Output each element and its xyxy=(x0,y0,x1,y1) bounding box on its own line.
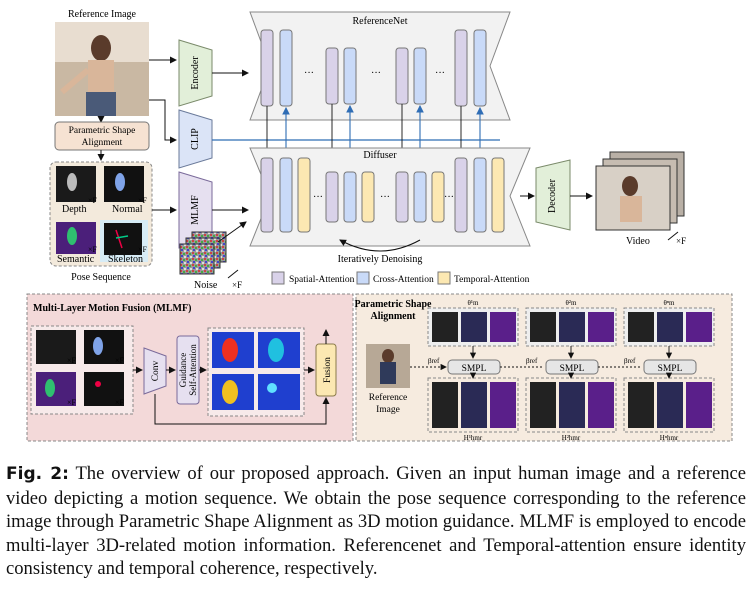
h-hmr-2: H²hmr xyxy=(562,434,581,442)
noise-stack xyxy=(179,231,227,275)
times-f-depth: ×F xyxy=(88,196,98,205)
pose-label-semantic: Semantic xyxy=(57,254,95,265)
beta-2: βref xyxy=(526,357,538,365)
mlmf-times-f-2: ×F xyxy=(115,356,125,365)
iterative-loop-arrow xyxy=(339,239,421,252)
psa-connectors xyxy=(410,346,673,379)
diffuser-label: Diffuser xyxy=(363,150,397,161)
reference-image xyxy=(55,22,149,116)
legend-cross: Cross-Attention xyxy=(373,275,434,285)
conv-module xyxy=(143,347,167,395)
times-f-semantic: ×F xyxy=(88,245,98,254)
mlmf-input-maps xyxy=(36,330,124,406)
mlmf-times-f-1: ×F xyxy=(67,356,77,365)
figure-caption: Fig. 2: The overview of our proposed app… xyxy=(6,462,746,581)
caption-text: The overview of our proposed approach. G… xyxy=(6,463,747,580)
beta-1: βref xyxy=(428,357,440,365)
theta-2: θ²m xyxy=(566,299,577,307)
psa-reference-label-2: Image xyxy=(376,405,400,415)
fusion-label: Fusion xyxy=(323,357,333,383)
psa-panel-title: Parametric Shape xyxy=(355,299,432,310)
noise-label: Noise xyxy=(194,280,218,291)
referencenet-dots-1: ··· xyxy=(304,68,314,79)
legend xyxy=(271,271,451,285)
mlmf-times-f-3: ×F xyxy=(67,398,77,407)
pose-sequence-label: Pose Sequence xyxy=(71,272,131,283)
decoder-label: Decoder xyxy=(547,178,558,213)
referencenet-label: ReferenceNet xyxy=(353,16,408,27)
feature-maps xyxy=(212,332,300,410)
iterative-label: Iteratively Denoising xyxy=(338,254,423,265)
pose-label-skeleton: Skeleton xyxy=(108,254,143,265)
video-label: Video xyxy=(626,236,650,247)
psa-reference-image xyxy=(366,344,410,388)
pose-depth-thumb xyxy=(56,166,96,202)
theta-1: θ¹m xyxy=(468,299,479,307)
video-frames xyxy=(595,151,685,231)
pose-label-normal: Normal xyxy=(112,204,143,215)
h-hmr-1: H¹hmr xyxy=(464,434,483,442)
legend-temporal: Temporal-Attention xyxy=(454,275,530,285)
overview-figure: Reference Image Parametric Shape Alignme… xyxy=(26,9,733,442)
referencenet-layers xyxy=(260,29,487,107)
conv-label: Conv xyxy=(151,360,161,381)
times-f-normal: ×F xyxy=(138,196,148,205)
clip-module xyxy=(178,109,213,169)
diffuser-layers xyxy=(260,157,505,233)
guidance-label: Guidance xyxy=(178,353,188,387)
clip-label: CLIP xyxy=(190,128,201,150)
guidance-label-2: Self-Attention xyxy=(188,344,198,396)
caption-label: Fig. 2: xyxy=(6,464,69,484)
pose-normal-thumb xyxy=(104,166,144,202)
smpl-label-1: SMPL xyxy=(462,364,487,374)
psa-panel-title-2: Alignment xyxy=(371,311,417,322)
referencenet-dots-2: ··· xyxy=(371,68,381,79)
times-f-skeleton: ×F xyxy=(138,245,148,254)
smpl-label-2: SMPL xyxy=(560,364,585,374)
decoder-module xyxy=(535,159,571,231)
encoder-module xyxy=(178,39,213,107)
mlmf-panel-title: Multi-Layer Motion Fusion (MLMF) xyxy=(33,303,191,314)
psa-column-2 xyxy=(525,307,617,433)
h-hmr-3: Hⁿhmr xyxy=(660,434,679,442)
psa-box-label-2: Alignment xyxy=(82,138,123,148)
psa-box-label: Parametric Shape xyxy=(69,126,136,136)
legend-spatial: Spatial-Attention xyxy=(289,275,355,285)
psa-box xyxy=(54,121,150,151)
diffuser-dots-3: ··· xyxy=(444,192,454,203)
psa-column-3 xyxy=(623,307,715,433)
noise-times-f: ×F xyxy=(232,280,242,290)
pose-skeleton-thumb xyxy=(100,220,148,262)
pose-label-depth: Depth xyxy=(62,204,86,215)
beta-3: βref xyxy=(624,357,636,365)
video-times-f: ×F xyxy=(676,236,686,246)
mlmf-label: MLMF xyxy=(190,195,201,225)
diffuser-dots-2: ··· xyxy=(380,192,390,203)
referencenet-dots-3: ··· xyxy=(435,68,445,79)
theta-3: θⁿm xyxy=(663,299,675,307)
mlmf-times-f-4: ×F xyxy=(115,398,125,407)
pose-semantic-thumb xyxy=(56,222,96,254)
encoder-label: Encoder xyxy=(190,56,201,90)
psa-column-1 xyxy=(427,307,519,433)
diffuser-dots-1: ··· xyxy=(313,192,323,203)
psa-reference-label: Reference xyxy=(369,392,408,403)
smpl-label-3: SMPL xyxy=(658,364,683,374)
reference-image-label: Reference Image xyxy=(68,9,137,20)
